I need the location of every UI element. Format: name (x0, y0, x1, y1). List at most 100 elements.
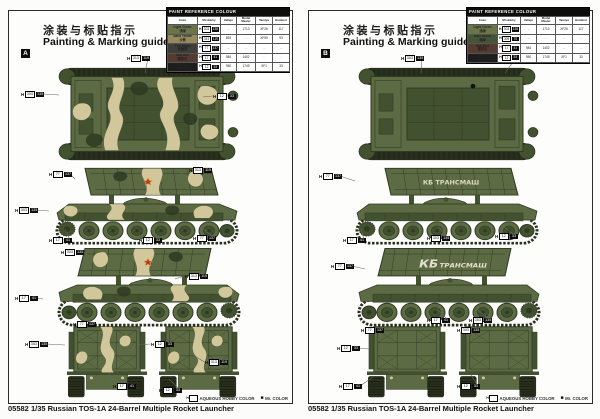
drive-sprocket (58, 221, 76, 237)
headlight (213, 376, 217, 380)
vallejo-code: - (220, 43, 237, 54)
box-support (409, 195, 414, 206)
paint-table-title: PAINT REFERENCE COLOUR (167, 8, 289, 16)
page-title-chinese: 涂装与标贴指示 (343, 25, 438, 37)
humbrol-code: 33 (272, 61, 290, 73)
mm-code: - (236, 43, 256, 54)
camo-dark-patches (85, 81, 198, 148)
mm-code: 1749 (536, 52, 556, 63)
deck-details (374, 80, 520, 148)
tamiya-code: XF26 (255, 24, 273, 35)
camo-dark-patches (113, 171, 180, 216)
road-wheel (378, 221, 400, 241)
idler-wheel (361, 305, 377, 320)
black-square-icon: ■ (260, 394, 264, 401)
headlight (89, 376, 93, 380)
side-skirt (64, 212, 224, 222)
idler-wheel (61, 305, 77, 320)
vehicle-top-view (355, 65, 539, 163)
humbrol-code: 117 (272, 24, 290, 35)
idler-wheel (519, 224, 535, 238)
paint-table-column-header: Humbrol (572, 15, 590, 26)
idler-wheel (219, 224, 235, 238)
vehicle-top-view (55, 65, 239, 163)
marking-text: КБ ТРАНСМАШ (423, 180, 480, 187)
vehicle-rear-view (67, 325, 147, 399)
mm-code: 1402 (536, 43, 556, 54)
paint-table-column-header: Vallejo (220, 15, 237, 26)
kit-footer-text: 05582 1/35 Russian TOS-1A 24-Barrel Mult… (8, 404, 234, 413)
paint-table-column-header: Model Master (536, 15, 556, 26)
road-wheel (148, 302, 170, 322)
headlight (481, 376, 485, 380)
paint-system-legend: H AQUEOUS HOBBY COLOR ■ Mr. COLOR (186, 394, 288, 402)
humbrol-code: - (272, 43, 290, 54)
box-support (482, 275, 487, 287)
legend-mr-color-label: Mr. COLOR (265, 395, 288, 401)
box-support (416, 275, 421, 287)
road-wheel (78, 221, 100, 241)
headlight (181, 376, 185, 380)
hull-front (178, 374, 220, 390)
legend-aqueous-label: AQUEOUS HOBBY COLOR (199, 395, 255, 401)
paint-table-column-header: Mr.Hobby (197, 15, 221, 26)
page-title-english: Painting & Marking guide (343, 36, 470, 48)
paint-table-column-header: Vallejo (520, 15, 537, 26)
guide-page-b: 涂装与标贴指示 Painting & Marking guide B PAINT… (308, 7, 593, 404)
tamiya-code: XF26 (555, 24, 573, 35)
paint-table-column-header: Mr.Hobby (497, 15, 521, 26)
camo-patches (75, 326, 132, 373)
humbrol-code: 93 (272, 33, 290, 45)
box-support (175, 195, 180, 206)
hull-front (386, 374, 428, 390)
road-wheel (196, 302, 218, 322)
camo-dark-patches (116, 251, 183, 297)
drive-sprocket (358, 221, 376, 237)
headlight (513, 376, 517, 380)
tamiya-code: XF1 (255, 61, 273, 73)
page-title-chinese: 涂装与标贴指示 (43, 25, 138, 37)
red-star-icon (142, 177, 154, 186)
vehicle-side-view-2 (53, 243, 245, 327)
scheme-badge: A (21, 49, 30, 58)
vehicle-side-view-1 (51, 163, 243, 245)
launcher-frame-top (406, 87, 490, 141)
road-wheel (76, 302, 98, 322)
vallejo-code: 950 (220, 61, 237, 73)
vallejo-code: 984 (520, 43, 537, 54)
camo-patches (63, 168, 214, 221)
